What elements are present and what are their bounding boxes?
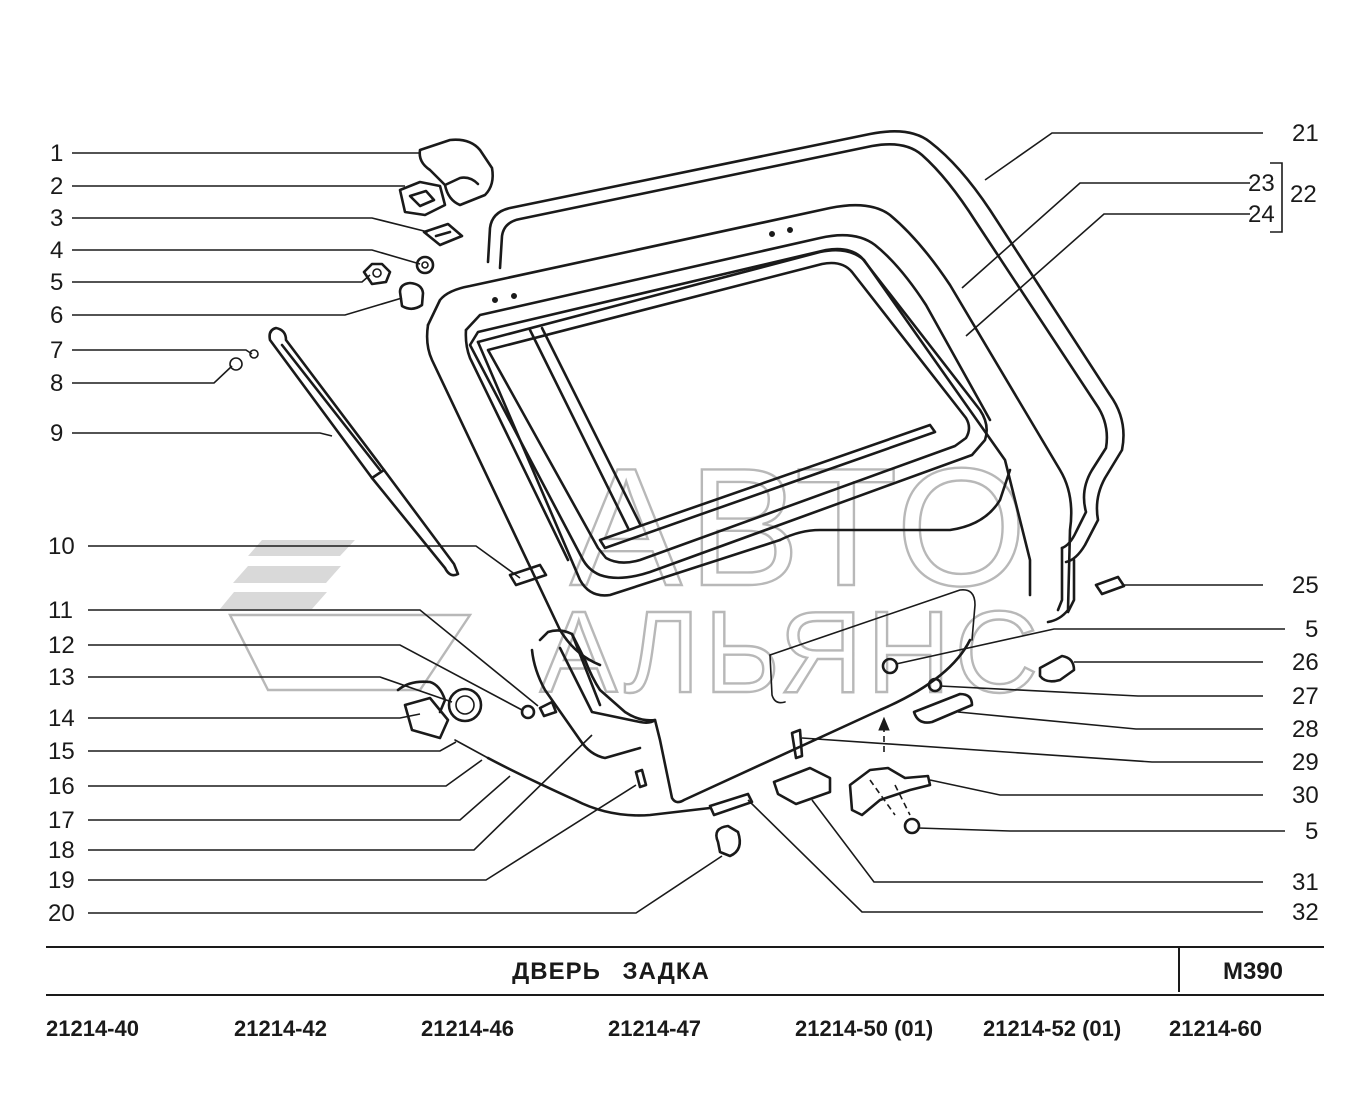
callout-31: 31 <box>1292 869 1319 896</box>
handle-and-latch-parts <box>772 575 1126 835</box>
lock-cylinder-13 <box>447 687 483 723</box>
latch-30 <box>848 766 932 817</box>
bumper-26 <box>1038 654 1076 683</box>
callout-3: 3 <box>50 205 63 232</box>
watermark-stripe-2 <box>233 566 341 583</box>
leader-lines <box>72 132 1285 914</box>
callout-27: 27 <box>1292 683 1319 710</box>
nut-5 <box>881 657 899 675</box>
door-seal <box>486 130 1125 614</box>
bracket-31 <box>772 766 832 806</box>
model-code: 21214-42 <box>234 1016 327 1041</box>
model-code: 21214-50 (01) <box>795 1016 934 1041</box>
model-code: 21214-40 <box>46 1016 139 1041</box>
callout-20: 20 <box>48 900 75 927</box>
strut-screw-7 <box>249 349 259 359</box>
glass-hole <box>492 297 498 303</box>
callout-21: 21 <box>1292 120 1319 147</box>
rear-window-glass <box>468 227 988 580</box>
model-code: 21214-52 (01) <box>983 1016 1122 1041</box>
callout-6: 6 <box>50 302 63 329</box>
callout-9: 9 <box>50 420 63 447</box>
watermark-stripe-1 <box>248 540 355 556</box>
callout-10: 10 <box>48 533 75 560</box>
clip-20 <box>715 824 742 858</box>
model-code: 21214-46 <box>421 1016 514 1041</box>
callout-32: 32 <box>1292 899 1319 926</box>
lock-parts <box>396 680 754 858</box>
watermark-line-2: АЛЬЯНС <box>540 587 1042 717</box>
model-code: 21214-60 <box>1169 1016 1262 1041</box>
callout-5: 5 <box>50 269 63 296</box>
callout-24: 24 <box>1248 201 1275 228</box>
callout-28: 28 <box>1292 716 1319 743</box>
handle-28 <box>912 692 974 724</box>
title-bar <box>46 946 1324 996</box>
rod-15 <box>454 739 489 759</box>
callout-26: 26 <box>1292 649 1319 676</box>
callout-25: 25 <box>1292 572 1319 599</box>
callout-8: 8 <box>50 370 63 397</box>
callout-7: 7 <box>50 337 63 364</box>
callout-2: 2 <box>50 173 63 200</box>
callout-4: 4 <box>50 237 63 264</box>
hinge-parts <box>362 138 494 311</box>
strut-washer-8 <box>229 357 243 371</box>
gas-strut <box>229 326 460 577</box>
glass-hole <box>787 227 793 233</box>
callout-30: 30 <box>1292 782 1319 809</box>
screw-11 <box>538 700 558 718</box>
callout-14: 14 <box>48 705 75 732</box>
watermark-stripe-3 <box>220 592 327 609</box>
bracket-10 <box>508 563 548 587</box>
washer-27 <box>927 677 943 693</box>
nut-5b <box>903 817 921 835</box>
bolt-29 <box>790 728 804 760</box>
callout-17: 17 <box>48 807 75 834</box>
callout-1: 1 <box>50 140 63 167</box>
callout-29: 29 <box>1292 749 1319 776</box>
callout-18: 18 <box>48 837 75 864</box>
screw-19 <box>634 768 648 789</box>
callout-11: 11 <box>48 597 73 624</box>
cable-16 <box>486 756 712 817</box>
bumper-25 <box>1094 575 1126 596</box>
watermark-logo-outline <box>228 613 473 692</box>
sheet-code: M390 <box>1222 958 1284 985</box>
callout-numbers: 1 2 3 4 5 6 7 8 9 10 11 12 13 14 15 16 1… <box>48 120 1319 927</box>
cable-end-32 <box>708 792 754 817</box>
washer-4 <box>415 255 435 275</box>
callout-16: 16 <box>48 773 75 800</box>
glass-hole <box>769 231 775 237</box>
callout-12: 12 <box>48 632 75 659</box>
model-list: 21214-40 21214-42 21214-46 21214-47 2121… <box>46 1016 1336 1046</box>
title-divider <box>1178 946 1180 992</box>
callout-22: 22 <box>1290 181 1317 208</box>
callout-23: 23 <box>1248 170 1275 197</box>
callout-5-right-upper: 5 <box>1305 616 1318 643</box>
callout-15: 15 <box>48 738 75 765</box>
model-code: 21214-47 <box>608 1016 701 1041</box>
glass-hole <box>511 293 517 299</box>
washer-12 <box>520 704 536 720</box>
page-title: ДВЕРЬ ЗАДКА <box>512 958 710 985</box>
callout-19: 19 <box>48 867 75 894</box>
callout-13: 13 <box>48 664 75 691</box>
callout-5-right-lower: 5 <box>1305 818 1318 845</box>
